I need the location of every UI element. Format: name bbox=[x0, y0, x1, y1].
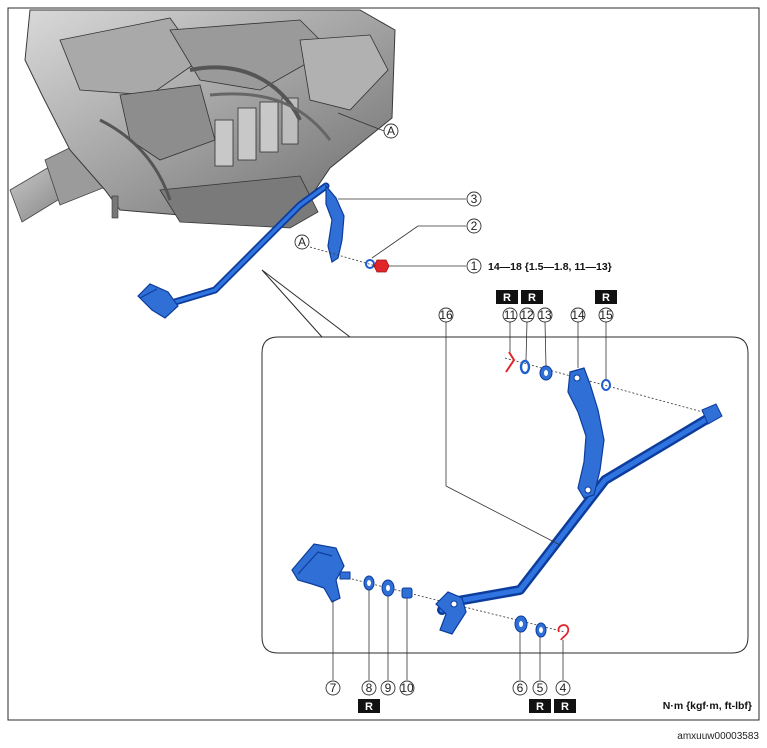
svg-text:9: 9 bbox=[385, 681, 392, 695]
washer-12 bbox=[519, 359, 531, 375]
callout-12: 12 bbox=[519, 307, 535, 323]
units-note: N·m {kgf·m, ft-lbf} bbox=[663, 700, 752, 712]
washer-5 bbox=[535, 622, 547, 638]
washer-2 bbox=[365, 259, 375, 269]
svg-text:11: 11 bbox=[504, 308, 517, 322]
replace-badge-4: R bbox=[554, 699, 576, 713]
svg-text:1: 1 bbox=[471, 259, 478, 273]
replace-badge-15: R bbox=[595, 290, 617, 304]
svg-text:6: 6 bbox=[517, 681, 524, 695]
svg-text:13: 13 bbox=[538, 308, 552, 322]
callout-8: 8 bbox=[361, 680, 377, 696]
ref-a-leader-top bbox=[337, 112, 385, 132]
svg-text:R: R bbox=[536, 701, 544, 713]
svg-text:R: R bbox=[561, 701, 569, 713]
outer-frame bbox=[7, 7, 760, 721]
svg-text:16: 16 bbox=[439, 308, 453, 322]
zoom-line-right bbox=[261, 269, 351, 338]
svg-text:R: R bbox=[528, 292, 536, 304]
callout-6: 6 bbox=[512, 680, 528, 696]
lever-14 bbox=[567, 367, 605, 499]
callout-2: 2 bbox=[466, 218, 482, 234]
bushing-13 bbox=[539, 365, 553, 381]
svg-text:A: A bbox=[298, 235, 306, 249]
callout-11: 11 bbox=[502, 307, 518, 323]
callout-16: 16 bbox=[438, 307, 454, 323]
callout-3: 3 bbox=[466, 191, 482, 207]
transmission-illustration bbox=[9, 9, 396, 229]
washer-8 bbox=[363, 575, 375, 591]
replace-badge-12: R bbox=[521, 290, 543, 304]
svg-text:3: 3 bbox=[471, 192, 478, 206]
svg-text:2: 2 bbox=[471, 219, 478, 233]
shift-linkage-assembled bbox=[137, 182, 390, 319]
clip-11 bbox=[505, 351, 516, 373]
replace-badge-11: R bbox=[496, 290, 518, 304]
washer-9 bbox=[381, 579, 395, 597]
callout-9: 9 bbox=[380, 680, 396, 696]
callout-10: 10 bbox=[399, 680, 415, 696]
ref-a-marker-top: A bbox=[383, 123, 399, 139]
axis-upper bbox=[504, 357, 711, 415]
selector-bracket-7 bbox=[291, 543, 351, 603]
svg-text:14: 14 bbox=[571, 308, 585, 322]
callout-15: 15 bbox=[598, 307, 614, 323]
clip-4 bbox=[557, 624, 570, 641]
bushing-10 bbox=[401, 587, 413, 599]
torque-spec: 14—18 {1.5—1.8, 11—13} bbox=[488, 261, 612, 273]
svg-text:A: A bbox=[387, 124, 395, 138]
svg-text:R: R bbox=[365, 701, 373, 713]
ref-a-marker-linkage: A bbox=[294, 234, 310, 250]
callout-5: 5 bbox=[532, 680, 548, 696]
zoom-line-left bbox=[261, 269, 323, 338]
svg-text:10: 10 bbox=[400, 681, 414, 695]
replace-badge-5: R bbox=[529, 699, 551, 713]
svg-text:R: R bbox=[602, 292, 610, 304]
callout-7: 7 bbox=[325, 680, 341, 696]
callout-1: 1 bbox=[466, 258, 482, 274]
svg-text:15: 15 bbox=[599, 308, 613, 322]
callout-4: 4 bbox=[555, 680, 571, 696]
replace-badge-8: R bbox=[358, 699, 380, 713]
control-rod-16 bbox=[435, 403, 723, 635]
svg-text:4: 4 bbox=[560, 681, 567, 695]
svg-text:5: 5 bbox=[537, 681, 544, 695]
callout-14: 14 bbox=[570, 307, 586, 323]
figure-code: amxuuw00003583 bbox=[677, 731, 759, 742]
svg-text:R: R bbox=[503, 292, 511, 304]
svg-text:12: 12 bbox=[520, 308, 534, 322]
callout-13: 13 bbox=[537, 307, 553, 323]
svg-text:7: 7 bbox=[330, 681, 337, 695]
nut-1 bbox=[373, 259, 390, 273]
washer-6 bbox=[514, 615, 528, 633]
detail-frame bbox=[261, 336, 749, 654]
svg-text:8: 8 bbox=[366, 681, 373, 695]
